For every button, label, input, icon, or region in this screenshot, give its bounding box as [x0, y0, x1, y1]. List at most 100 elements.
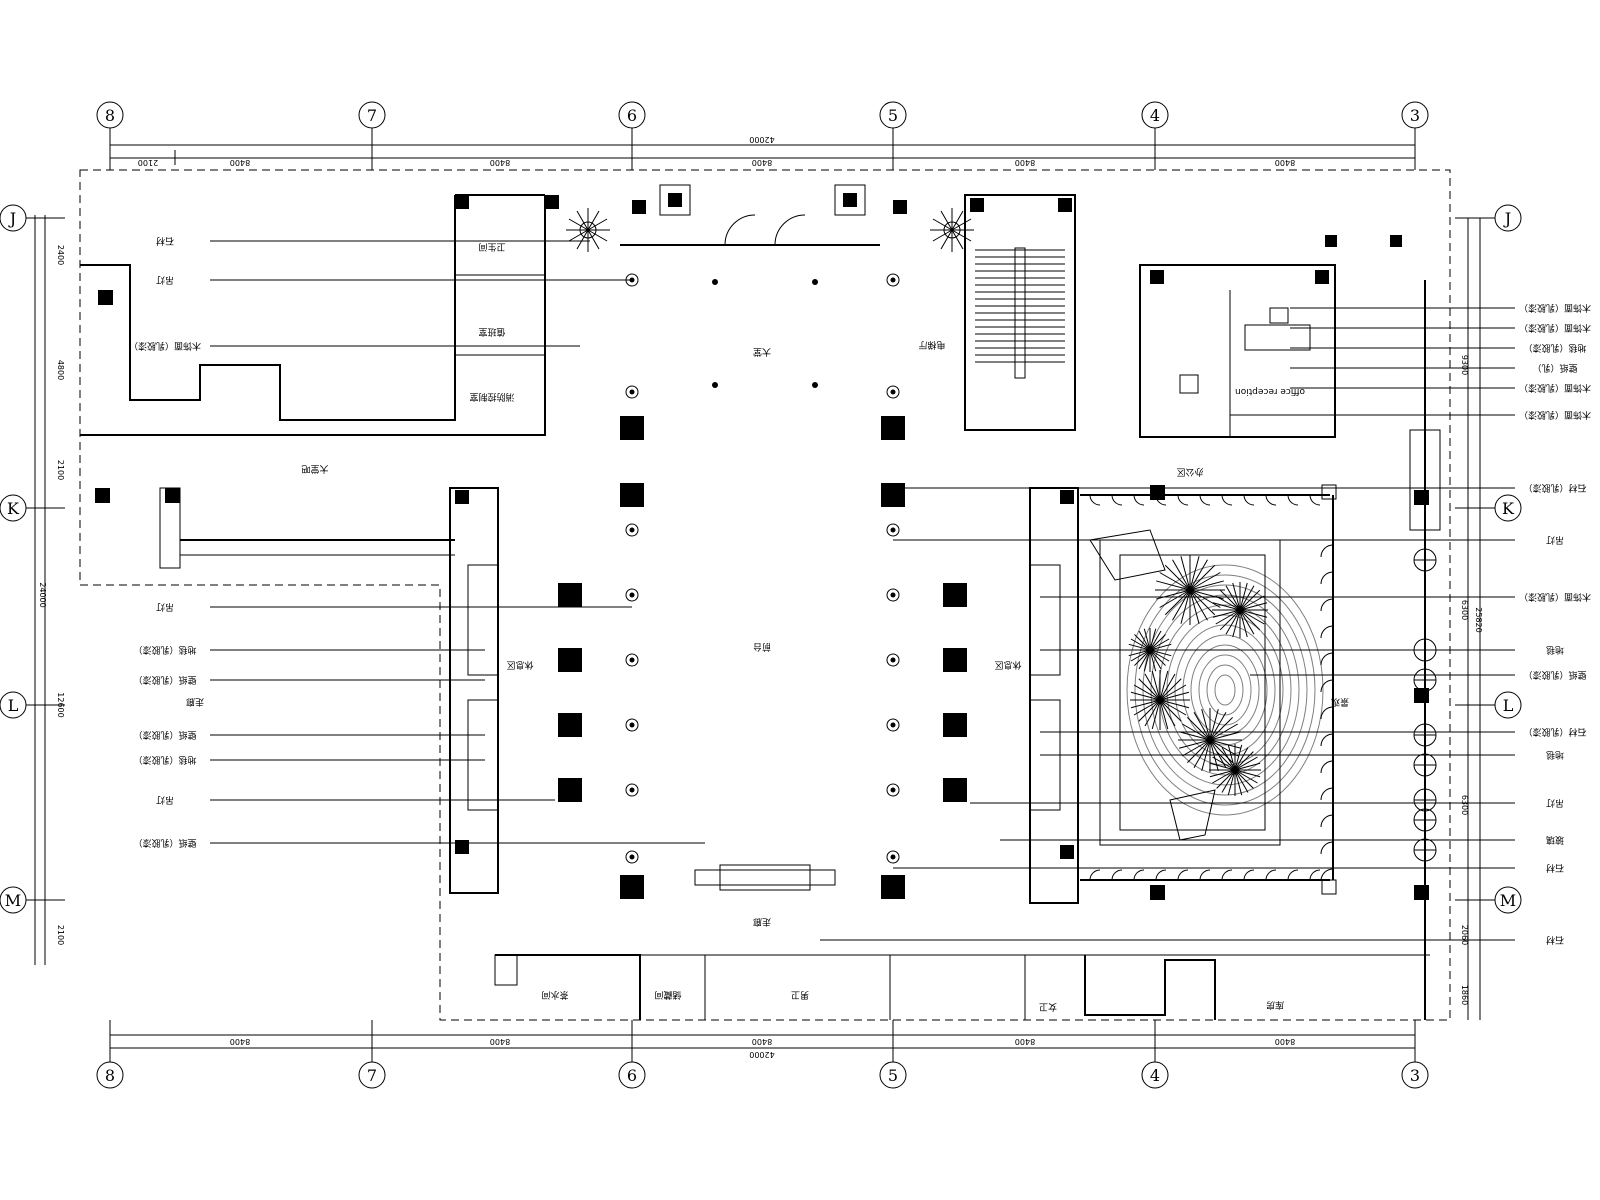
- door-swing: [1133, 869, 1145, 881]
- plant-icon: [1225, 609, 1241, 635]
- plant-icon: [1239, 609, 1248, 638]
- dim-bottom-total: 42000: [749, 1050, 774, 1059]
- plant-icon: [1189, 580, 1224, 591]
- structural-column: [881, 875, 905, 899]
- plant-icon: [1234, 747, 1249, 771]
- structural-column: [558, 778, 582, 802]
- ceiling-light-icon: [886, 850, 900, 864]
- dim-bottom-segment: 8400: [1015, 1037, 1035, 1046]
- light-fixtures: [566, 208, 974, 864]
- callout-label: 壁纸（乳胶漆）: [133, 837, 196, 849]
- structural-column: [545, 195, 559, 209]
- downlight-icon: [812, 382, 818, 388]
- ceiling-light-icon: [625, 783, 639, 797]
- plant-icon: [1219, 609, 1241, 631]
- plant-icon: [1143, 628, 1151, 651]
- callout-label: 地毯（乳胶漆）: [1523, 342, 1586, 354]
- west-shop-bays: [449, 487, 499, 894]
- dim-top-segment: 8400: [230, 158, 250, 167]
- plant-icon: [1225, 585, 1241, 611]
- callout-label: 木饰面（乳胶漆）: [1519, 302, 1591, 314]
- door-swing: [1309, 494, 1321, 506]
- downlight-icon: [712, 279, 718, 285]
- structural-column: [943, 583, 967, 607]
- plant-icon: [1144, 699, 1161, 727]
- callout-label: 吊灯: [1546, 797, 1564, 808]
- plant-icon: [1189, 556, 1200, 591]
- dim-left-segment: 2100: [56, 925, 65, 945]
- chandelier-icon: [576, 210, 589, 231]
- grid-bubble-label: 3: [1410, 1066, 1420, 1085]
- plant-icon: [1149, 649, 1172, 657]
- plant-icon: [1234, 769, 1261, 778]
- ceiling-light-icon: [890, 592, 896, 598]
- callout-label: 壁纸（乳胶漆）: [133, 674, 196, 686]
- main-entrance-wall: [620, 184, 880, 246]
- room-labels: 大堂前台休息区休息区大堂吧办公区电梯厅走廊走廊景观卫生间值班室消防控制室茶水间储…: [186, 241, 1349, 1013]
- plant-icon: [1209, 739, 1238, 757]
- plant-icon: [1209, 712, 1227, 741]
- dim-top-segment: 8400: [1015, 158, 1035, 167]
- grid-bubble-label: 4: [1150, 1066, 1160, 1085]
- grid-bubble-label: L: [1503, 696, 1514, 715]
- structural-column: [943, 713, 967, 737]
- landscape-contour: [1198, 654, 1252, 726]
- door-swing: [1265, 869, 1277, 881]
- grid-bubble-label: L: [8, 696, 19, 715]
- plant-icon: [1159, 699, 1169, 730]
- plant-icon: [1144, 673, 1161, 701]
- chandelier-icon: [587, 229, 608, 242]
- grid-bubble-label: 7: [367, 1066, 377, 1085]
- ceiling-light-icon: [890, 722, 896, 728]
- downlight-icon: [812, 279, 818, 285]
- ceiling-light-icon: [890, 389, 896, 395]
- landscape-contour: [1142, 584, 1308, 796]
- plant-icon: [1189, 559, 1208, 591]
- grid-bubble-label: 6: [627, 1066, 637, 1085]
- chandelier-icon: [932, 229, 953, 242]
- dim-left-segment: 4800: [56, 360, 65, 380]
- ceiling-light-icon: [629, 854, 635, 860]
- ceiling-light-icon: [625, 850, 639, 864]
- callout-label: 木饰面（乳胶漆）: [1519, 322, 1591, 334]
- door-swing: [1320, 787, 1334, 801]
- plant-icon: [1201, 708, 1211, 741]
- plant-icon: [1149, 630, 1162, 651]
- plant-icon: [1234, 756, 1258, 771]
- left-dimension-line: [34, 215, 46, 965]
- dim-top-total: 42000: [749, 135, 774, 144]
- landscape-contour: [1150, 594, 1300, 786]
- plant-icon: [1138, 630, 1151, 651]
- plant-icon: [1239, 609, 1255, 635]
- callout-label: 石材: [156, 235, 174, 247]
- room-label: 电梯厅: [918, 339, 945, 351]
- chandelier-icon: [568, 218, 589, 231]
- landscape-contour: [1126, 564, 1324, 816]
- plant-icon: [1156, 580, 1191, 591]
- grid-bubble-label: J: [8, 209, 16, 228]
- dim-right-segment: 1860: [1460, 985, 1469, 1005]
- plant-icon: [1164, 589, 1191, 616]
- plant-icon: [1172, 559, 1191, 591]
- grid-bubble-label: M: [1500, 891, 1516, 910]
- ceiling-light-icon: [886, 523, 900, 537]
- dim-bottom-segment: 8400: [752, 1037, 772, 1046]
- plant-icon: [1134, 634, 1151, 651]
- room-label: 休息区: [994, 659, 1021, 671]
- callout-label: 石材（乳胶漆）: [1523, 482, 1586, 494]
- plant-icon: [1212, 756, 1236, 771]
- garden-courtyard: [1089, 529, 1324, 846]
- door-swing: [1320, 841, 1334, 855]
- ceiling-light-icon: [625, 385, 639, 399]
- dim-right-segment: 9300: [1460, 355, 1469, 375]
- callout-label: 吊灯: [156, 274, 174, 285]
- callout-label: 石材: [1546, 934, 1564, 946]
- chandelier-icon: [951, 218, 972, 231]
- plant-icon: [1212, 602, 1241, 611]
- door-swing: [1320, 625, 1334, 639]
- chandelier-icon: [951, 229, 964, 250]
- structural-column: [881, 483, 905, 507]
- door-swing: [1133, 494, 1145, 506]
